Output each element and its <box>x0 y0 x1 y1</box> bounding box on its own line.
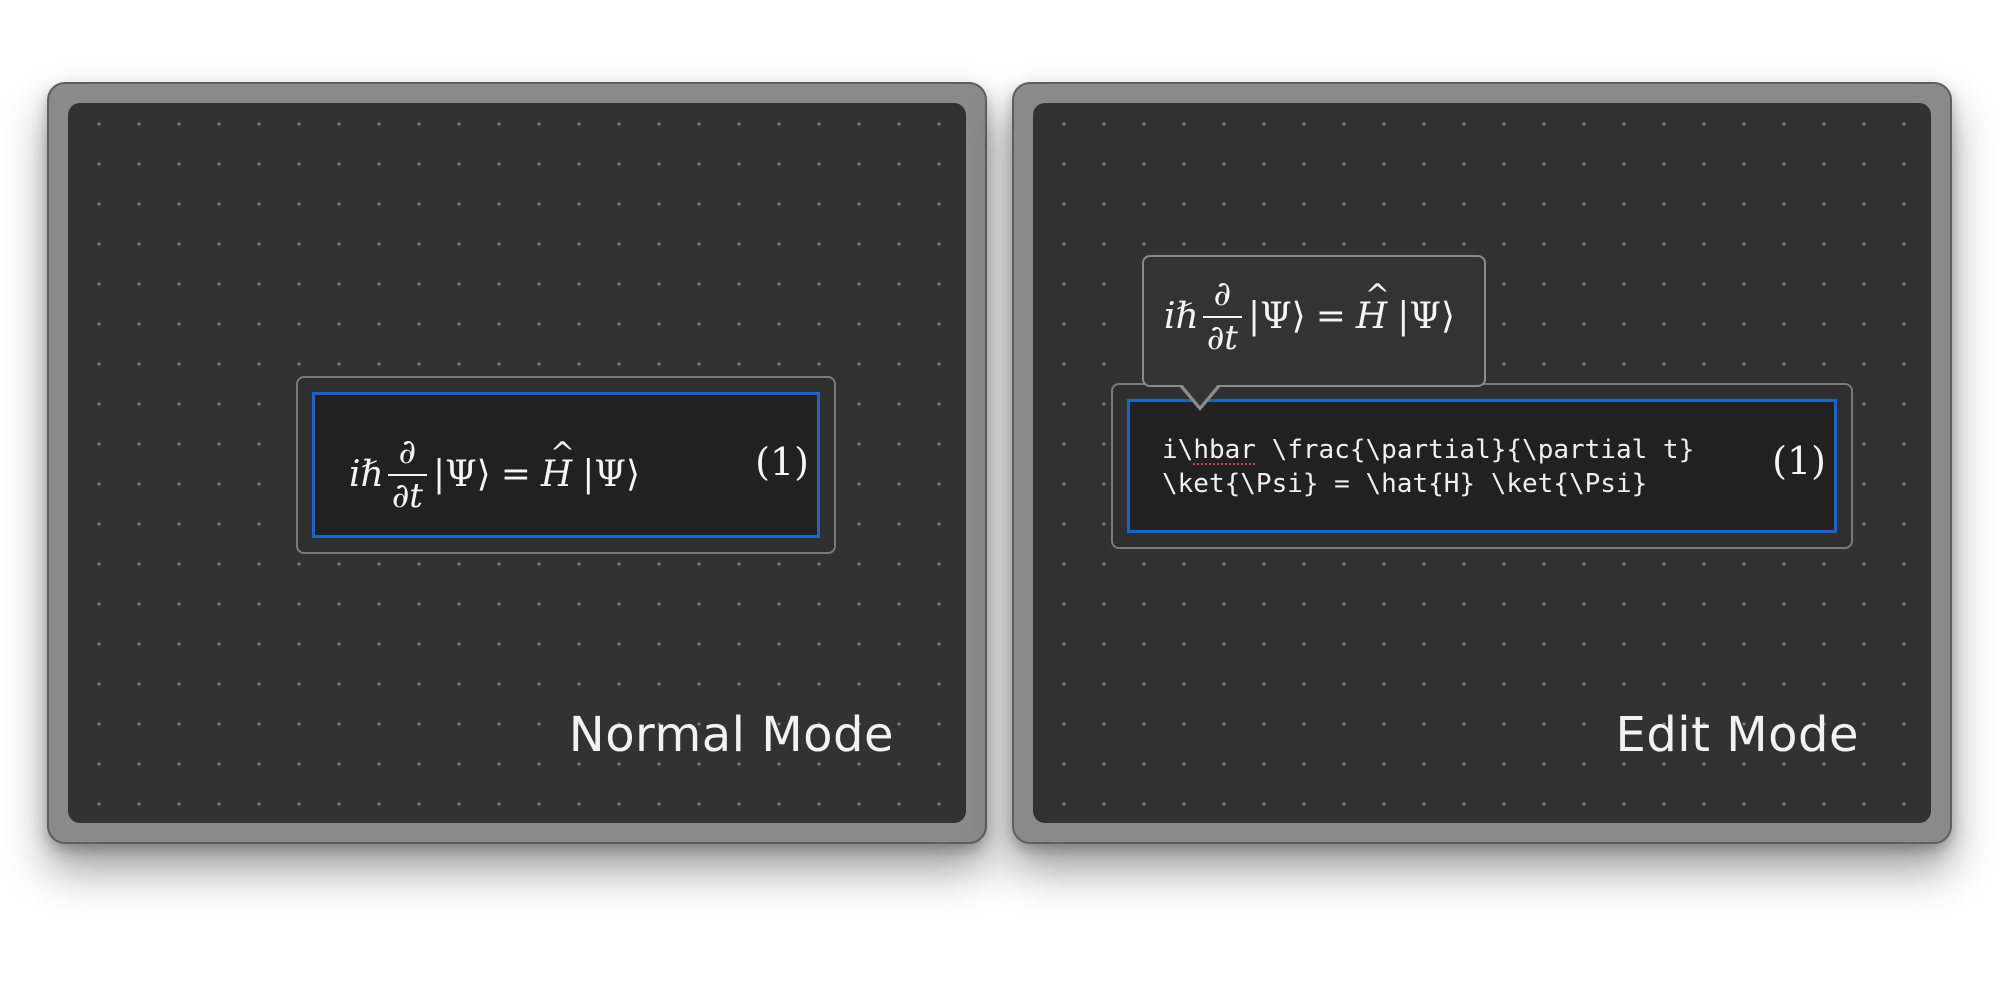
hat-accent: ^ <box>549 436 576 472</box>
math-fraction: ∂ ∂t <box>1202 274 1242 357</box>
math-i: i <box>1164 296 1176 338</box>
source-text: \frac{\partial}{\partial t} <box>1255 435 1695 465</box>
math-h: H <box>1355 296 1388 338</box>
edit-mode-panel: i\hbar \frac{\partial}{\partial t} \ket{… <box>1012 82 1952 844</box>
preview-equation: i ℏ ∂ ∂t |Ψ⟩ = ^H |Ψ⟩ <box>1164 274 1456 357</box>
math-i: i <box>349 454 361 496</box>
math-ket-psi: |Ψ⟩ <box>582 454 641 496</box>
edit-mode-canvas[interactable]: i\hbar \frac{\partial}{\partial t} \ket{… <box>1033 103 1931 823</box>
normal-mode-panel: i ℏ ∂ ∂t |Ψ⟩ = ^H |Ψ⟩ (1) Normal Mode <box>47 82 987 844</box>
rendered-equation: i ℏ ∂ ∂t |Ψ⟩ = ^H |Ψ⟩ <box>349 432 641 515</box>
math-ket-psi: |Ψ⟩ <box>1247 296 1306 338</box>
math-hbar: ℏ <box>1175 296 1199 338</box>
mode-label: Edit Mode <box>1615 707 1859 763</box>
hat-accent: ^ <box>1364 278 1391 314</box>
misspelled-word[interactable]: hbar <box>1193 435 1256 465</box>
equation-block-editing[interactable]: i\hbar \frac{\partial}{\partial t} \ket{… <box>1111 383 1853 549</box>
fraction-numerator: ∂ <box>398 432 417 472</box>
math-hat-h: ^H <box>1355 278 1390 338</box>
normal-mode-canvas[interactable]: i ℏ ∂ ∂t |Ψ⟩ = ^H |Ψ⟩ (1) Normal Mode <box>68 103 966 823</box>
math-ket-psi: |Ψ⟩ <box>1397 296 1456 338</box>
math-hat-h: ^H <box>540 436 575 496</box>
mode-label: Normal Mode <box>568 707 894 763</box>
math-fraction: ∂ ∂t <box>387 432 427 515</box>
equation-number: (1) <box>755 440 809 484</box>
popover-pointer <box>1178 383 1222 411</box>
equation-block[interactable]: i ℏ ∂ ∂t |Ψ⟩ = ^H |Ψ⟩ (1) <box>296 376 836 554</box>
math-h: H <box>540 454 573 496</box>
fraction-numerator: ∂ <box>1213 274 1232 314</box>
math-hbar: ℏ <box>360 454 384 496</box>
fraction-denominator: ∂t <box>387 473 427 515</box>
fraction-denominator: ∂t <box>1202 315 1242 357</box>
latex-source-editor[interactable]: i\hbar \frac{\partial}{\partial t} \ket{… <box>1127 399 1837 533</box>
equation-number: (1) <box>1772 439 1826 483</box>
math-equals: = <box>500 454 531 496</box>
equation-selection-box[interactable]: i ℏ ∂ ∂t |Ψ⟩ = ^H |Ψ⟩ (1) <box>312 392 820 538</box>
equation-preview-popover: i ℏ ∂ ∂t |Ψ⟩ = ^H |Ψ⟩ <box>1142 255 1486 411</box>
math-equals: = <box>1315 296 1346 338</box>
source-text: \ket{\Psi} = \hat{H} \ket{\Psi} <box>1162 469 1648 499</box>
source-text: i\ <box>1162 435 1194 465</box>
math-ket-psi: |Ψ⟩ <box>432 454 491 496</box>
latex-source-text[interactable]: i\hbar \frac{\partial}{\partial t} \ket{… <box>1162 433 1694 501</box>
